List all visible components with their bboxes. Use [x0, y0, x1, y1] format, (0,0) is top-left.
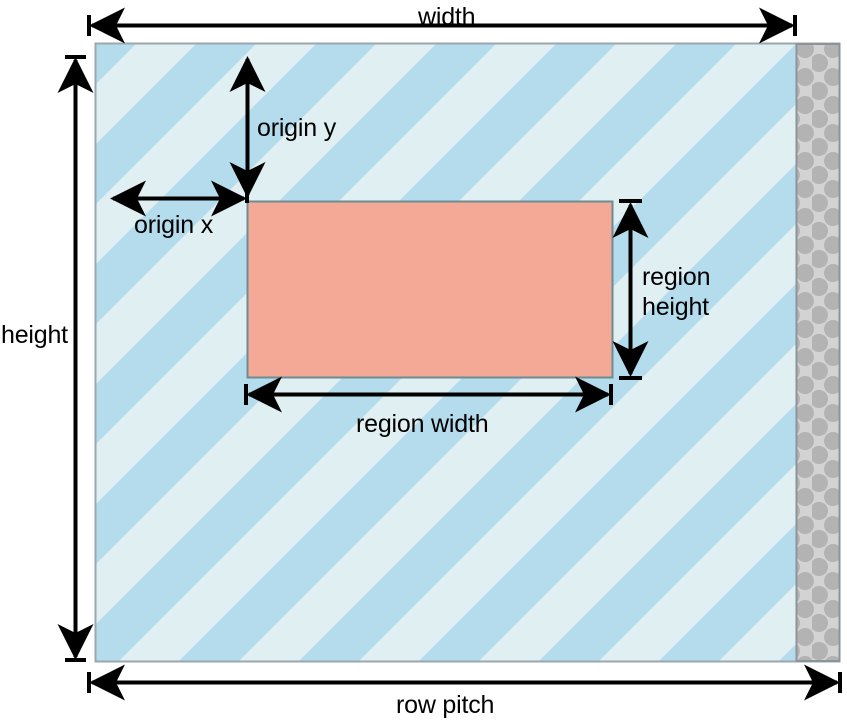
label-region-width: region width	[356, 410, 489, 438]
region-width-dimension	[244, 376, 613, 413]
label-origin-y: origin y	[257, 114, 336, 142]
label-height: height	[1, 321, 68, 349]
row-padding-band	[795, 43, 841, 662]
row-pitch-dimension	[87, 664, 842, 701]
label-origin-x: origin x	[134, 211, 213, 239]
label-row-pitch: row pitch	[396, 691, 495, 719]
height-dimension	[57, 55, 94, 662]
width-dimension	[87, 7, 797, 44]
region-height-dimension	[612, 199, 649, 380]
label-width: width	[418, 3, 476, 31]
region-of-interest-rect	[246, 200, 614, 379]
